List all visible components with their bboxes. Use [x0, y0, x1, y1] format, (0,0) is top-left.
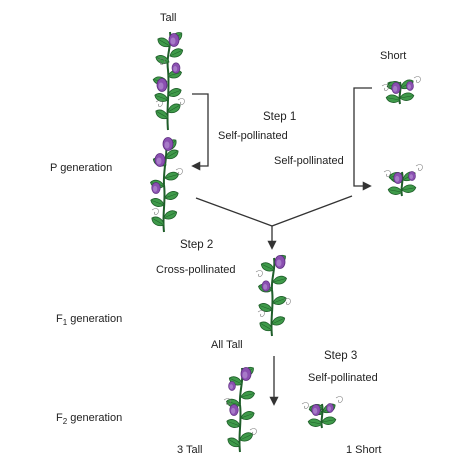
all-tall-label: All Tall: [211, 339, 243, 351]
short-plant-p-generation: [383, 164, 423, 197]
self-pollinated-label-2: Self-pollinated: [274, 155, 344, 167]
tall-plant-p-generation: [149, 137, 183, 233]
tall-label: Tall: [160, 12, 177, 24]
step-2-label: Step 2: [180, 239, 214, 251]
self-pollinated-label-3: Self-pollinated: [308, 372, 378, 384]
f1-suffix: generation: [67, 313, 123, 325]
short-plant-f2: [301, 396, 343, 429]
f2-generation-label: F2 generation: [56, 412, 123, 427]
f2-suffix: generation: [67, 412, 123, 424]
cross-line-left: [195, 197, 273, 227]
step-1-label: Step 1: [263, 111, 297, 123]
tall-plant-f2: [223, 364, 257, 453]
self-pollination-arrow-tall: [191, 93, 209, 171]
short-label: Short: [380, 50, 407, 62]
self-pollinated-label-1: Self-pollinated: [218, 130, 288, 142]
short-plant-top: [381, 76, 421, 105]
f2-prefix: F: [56, 412, 63, 424]
three-tall-label: 3 Tall: [177, 444, 203, 456]
tall-plant-top: [152, 29, 185, 131]
cross-pollinated-label: Cross-pollinated: [156, 264, 236, 276]
f1-prefix: F: [56, 313, 63, 325]
one-short-label: 1 Short: [346, 444, 382, 456]
f1-subscript: 1: [62, 318, 68, 328]
tall-plant-f1: [255, 252, 291, 337]
cross-line-right: [271, 195, 353, 227]
f1-generation-label: F1 generation: [56, 313, 123, 328]
f2-subscript: 2: [62, 417, 68, 427]
step-3-label: Step 3: [324, 350, 358, 362]
p-generation-label: P generation: [50, 162, 113, 174]
self-pollination-arrow-short: [353, 87, 372, 191]
